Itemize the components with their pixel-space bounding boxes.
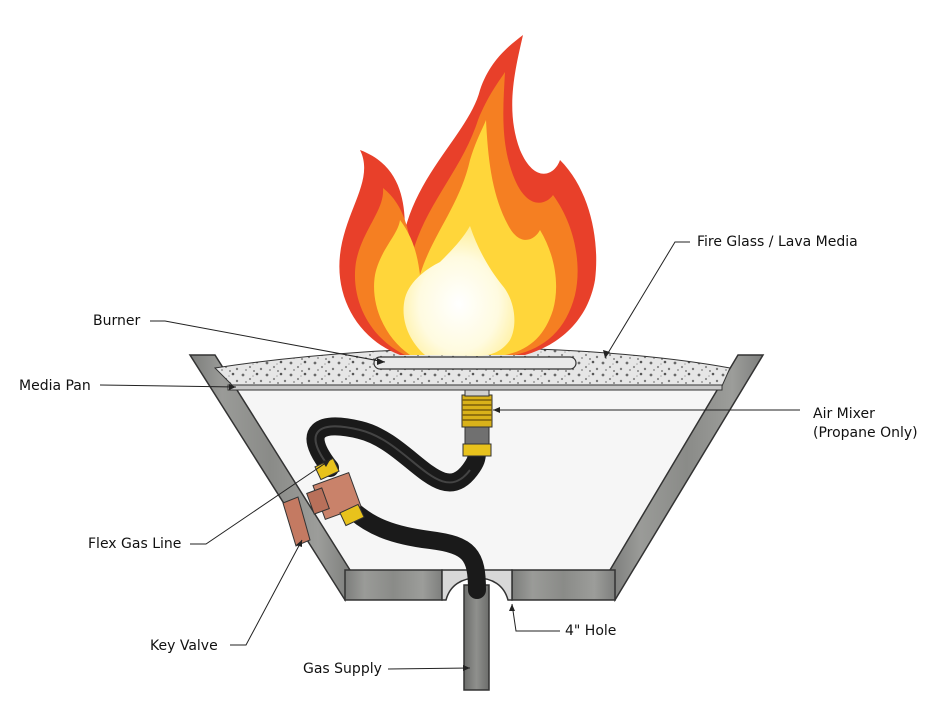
label-fire-glass: Fire Glass / Lava Media: [697, 234, 858, 250]
leader-hole: [511, 603, 560, 632]
label-burner: Burner: [93, 313, 141, 329]
leader-fire-glass: [604, 241, 690, 359]
brass-nut-lower: [339, 503, 365, 527]
flame-core: [403, 226, 515, 356]
leader-burner: [150, 320, 386, 363]
media-pan: [227, 384, 723, 391]
burner-ring: [373, 356, 577, 370]
bowl-bottom-left: [344, 569, 443, 601]
label-air-mixer: Air Mixer: [813, 406, 875, 422]
bowl-bottom-right: [511, 569, 616, 601]
gas-supply-pipe: [463, 584, 490, 691]
leader-lines: [99, 241, 800, 670]
label-hole: 4" Hole: [565, 623, 617, 639]
leader-flex-gas-line: [190, 459, 331, 545]
flex-gas-hose-lower: [346, 503, 486, 599]
brass-nut-riser: [462, 443, 492, 457]
label-media-pan: Media Pan: [19, 378, 91, 394]
arrowheads: [229, 350, 610, 671]
leader-key-valve: [230, 539, 303, 646]
label-gas-supply: Gas Supply: [303, 661, 382, 677]
leader-gas-supply: [387, 667, 471, 670]
label-key-valve: Key Valve: [150, 638, 218, 654]
leader-media-pan: [99, 384, 237, 388]
flame: [339, 35, 597, 356]
label-flex-gas-line: Flex Gas Line: [88, 536, 182, 552]
label-air-mixer-note: (Propane Only): [813, 425, 918, 441]
key-valve-block: [282, 496, 311, 547]
